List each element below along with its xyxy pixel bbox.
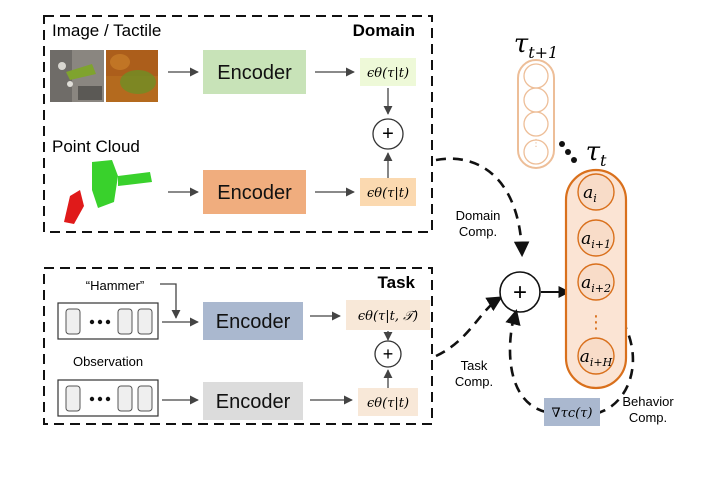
action-node: ai [577, 173, 615, 211]
domain-comp-line2: Comp. [459, 224, 497, 239]
task-encoder-bottom [203, 382, 303, 420]
trajectory: τt+1 ⋮ τt ai ai+1 ai+2 ⋮ [514, 29, 628, 390]
image-tactile-label: Image / Tactile [52, 21, 161, 40]
tau-current-label: τt [586, 137, 607, 170]
svg-text:Encoder: Encoder [216, 391, 291, 413]
tactile-thumbnail [106, 50, 158, 102]
domain-encoder-bottom [203, 170, 306, 214]
domain-panel: Domain Image / Tactile Encoder ϵθ(τ|t) +… [43, 15, 433, 233]
task-eps-top: ϵθ(τ|t, 𝒯) [358, 309, 418, 324]
domain-eps-bottom: ϵθ(τ|t) [367, 186, 409, 201]
image-thumbnail [50, 50, 104, 102]
task-panel: Task “Hammer” Encoder ϵθ(τ|t, 𝒯) + Obser… [43, 267, 433, 425]
point-cloud-label: Point Cloud [52, 137, 140, 156]
token-sequence-bottom [57, 379, 159, 417]
gradient-box [544, 398, 600, 426]
svg-text:+: + [383, 344, 394, 364]
action-node: ai+2 [577, 263, 615, 301]
point-cloud-image [64, 160, 152, 224]
task-eps-bottom-box [358, 388, 418, 416]
task-eps-top-box [346, 300, 430, 330]
gradient-label: ∇τc(τ) [552, 406, 593, 421]
vertical-ellipsis: ⋮ [587, 312, 605, 332]
ellipsis-dot [571, 157, 577, 163]
svg-text:+: + [513, 279, 527, 306]
domain-plus-circle [372, 118, 404, 150]
task-eps-bottom: ϵθ(τ|t) [367, 396, 409, 411]
domain-eps-top-box [360, 58, 416, 86]
behavior-comp-line2: Comp. [629, 410, 667, 425]
task-comp-line1: Task [461, 358, 488, 373]
action-node: ai+1 [577, 219, 615, 257]
task-comp-line2: Comp. [455, 374, 493, 389]
task-encoder-top [203, 302, 303, 340]
svg-text:Encoder: Encoder [216, 311, 291, 333]
behavior-comp-line1: Behavior [622, 394, 674, 409]
observation-label: Observation [73, 354, 143, 369]
task-plus-circle [374, 340, 402, 368]
domain-eps-top: ϵθ(τ|t) [367, 66, 409, 81]
task-title: Task [378, 273, 416, 292]
domain-comp-arrow [435, 157, 530, 258]
svg-text:⋮: ⋮ [531, 138, 541, 149]
ellipsis-dot [565, 149, 571, 155]
domain-eps-bottom-box [360, 178, 416, 206]
task-comp-arrow [435, 296, 503, 358]
token-sequence-top [57, 302, 159, 340]
ellipsis-dot [559, 141, 565, 147]
hammer-label: “Hammer” [86, 278, 145, 293]
tau-next-capsule: ⋮ [517, 59, 555, 169]
tau-next-label: τt+1 [514, 29, 558, 62]
svg-text:Encoder: Encoder [217, 182, 292, 204]
svg-text:Encoder: Encoder [217, 62, 292, 84]
domain-title: Domain [353, 21, 415, 40]
domain-encoder-top [203, 50, 306, 94]
domain-comp-line1: Domain [456, 208, 501, 223]
action-node: ai+H [577, 337, 615, 375]
composition: Domain Comp. Task Comp. + ∇τc(τ) Behavio… [435, 157, 674, 426]
svg-text:+: + [382, 123, 394, 145]
behavior-comp-loop [508, 315, 635, 416]
